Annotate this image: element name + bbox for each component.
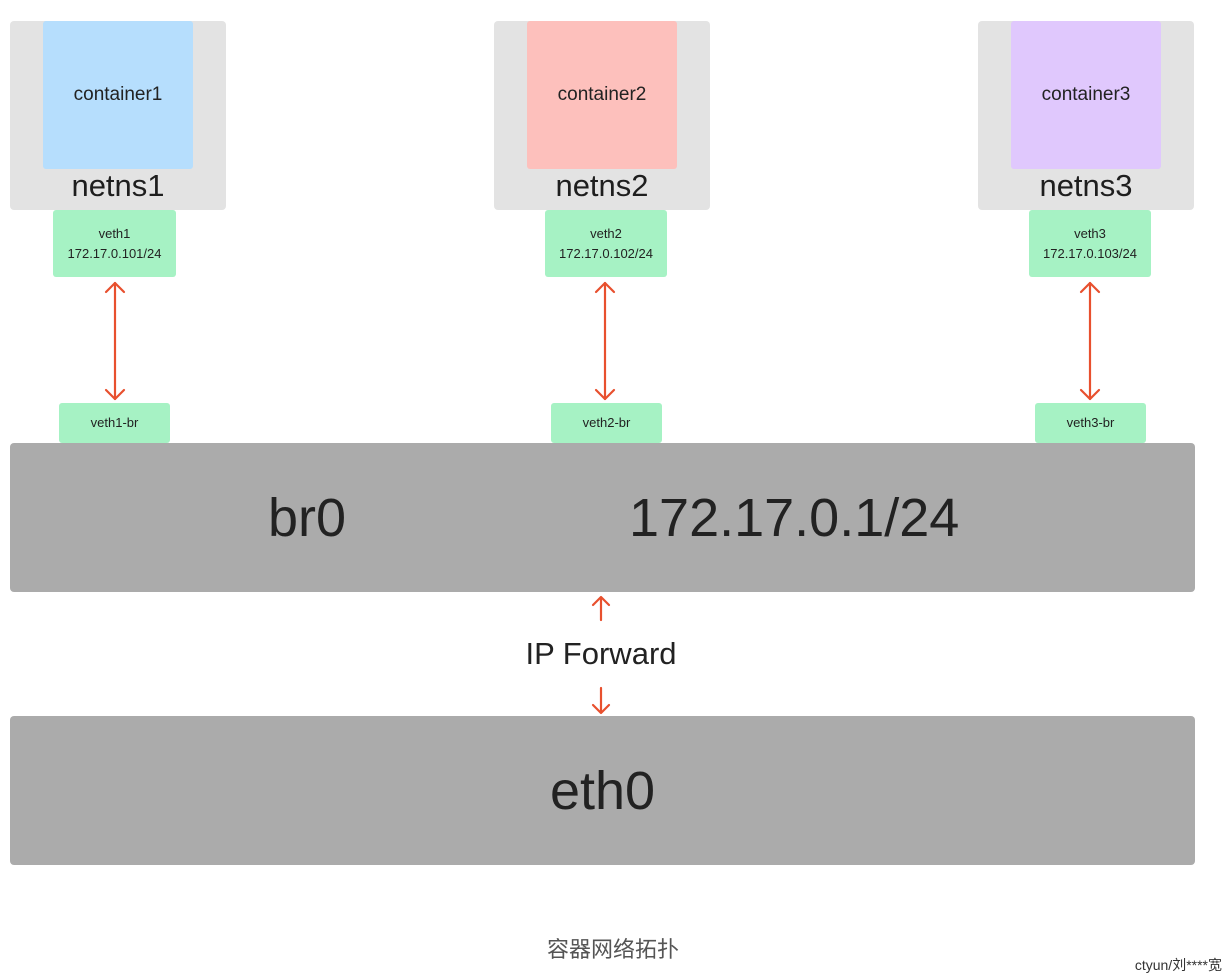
- veth3-br-box: veth3-br: [1035, 403, 1146, 443]
- netns3-box: container3 netns3: [978, 21, 1194, 210]
- bridge-name: br0: [268, 488, 347, 548]
- eth0-bar: eth0: [10, 716, 1195, 865]
- caption: 容器网络拓扑: [546, 937, 679, 962]
- veth3-name: veth3: [1074, 225, 1106, 241]
- veth1-box: veth1 172.17.0.101/24: [53, 210, 176, 277]
- netns3-label: netns3: [1039, 168, 1133, 203]
- veth3-box: veth3 172.17.0.103/24: [1029, 210, 1151, 277]
- veth2-br-label: veth2-br: [582, 415, 631, 430]
- container3-box: container3: [1011, 21, 1161, 169]
- eth0-label: eth0: [549, 761, 656, 821]
- bridge-bar: br0 172.17.0.1/24: [10, 443, 1195, 592]
- container1-label: container1: [73, 84, 163, 105]
- forward-down-arrow: [591, 686, 611, 715]
- container2-box: container2: [527, 21, 677, 169]
- double-arrow-1: [104, 281, 126, 401]
- container1-box: container1: [43, 21, 193, 169]
- netns2-label: netns2: [555, 168, 649, 203]
- veth3-br-label: veth3-br: [1066, 415, 1115, 430]
- veth2-box: veth2 172.17.0.102/24: [545, 210, 667, 277]
- veth1-br-label: veth1-br: [90, 415, 139, 430]
- ip-forward-label: IP Forward: [525, 636, 677, 671]
- netns2-box: container2 netns2: [494, 21, 710, 210]
- double-arrow-2: [594, 281, 616, 401]
- veth3-ip: 172.17.0.103/24: [1043, 245, 1137, 261]
- netns1-box: container1 netns1: [10, 21, 226, 210]
- veth2-name: veth2: [590, 225, 622, 241]
- double-arrow-3: [1079, 281, 1101, 401]
- bridge-ip: 172.17.0.1/24: [629, 488, 960, 548]
- veth2-ip: 172.17.0.102/24: [559, 245, 653, 261]
- veth1-ip: 172.17.0.101/24: [67, 245, 162, 261]
- forward-up-arrow: [591, 595, 611, 622]
- veth2-br-box: veth2-br: [551, 403, 662, 443]
- netns1-label: netns1: [71, 168, 165, 203]
- veth1-name: veth1: [98, 225, 131, 241]
- container3-label: container3: [1041, 84, 1131, 105]
- veth1-br-box: veth1-br: [59, 403, 170, 443]
- watermark: ctyun/刘****宽: [1134, 957, 1222, 973]
- container2-label: container2: [557, 84, 647, 105]
